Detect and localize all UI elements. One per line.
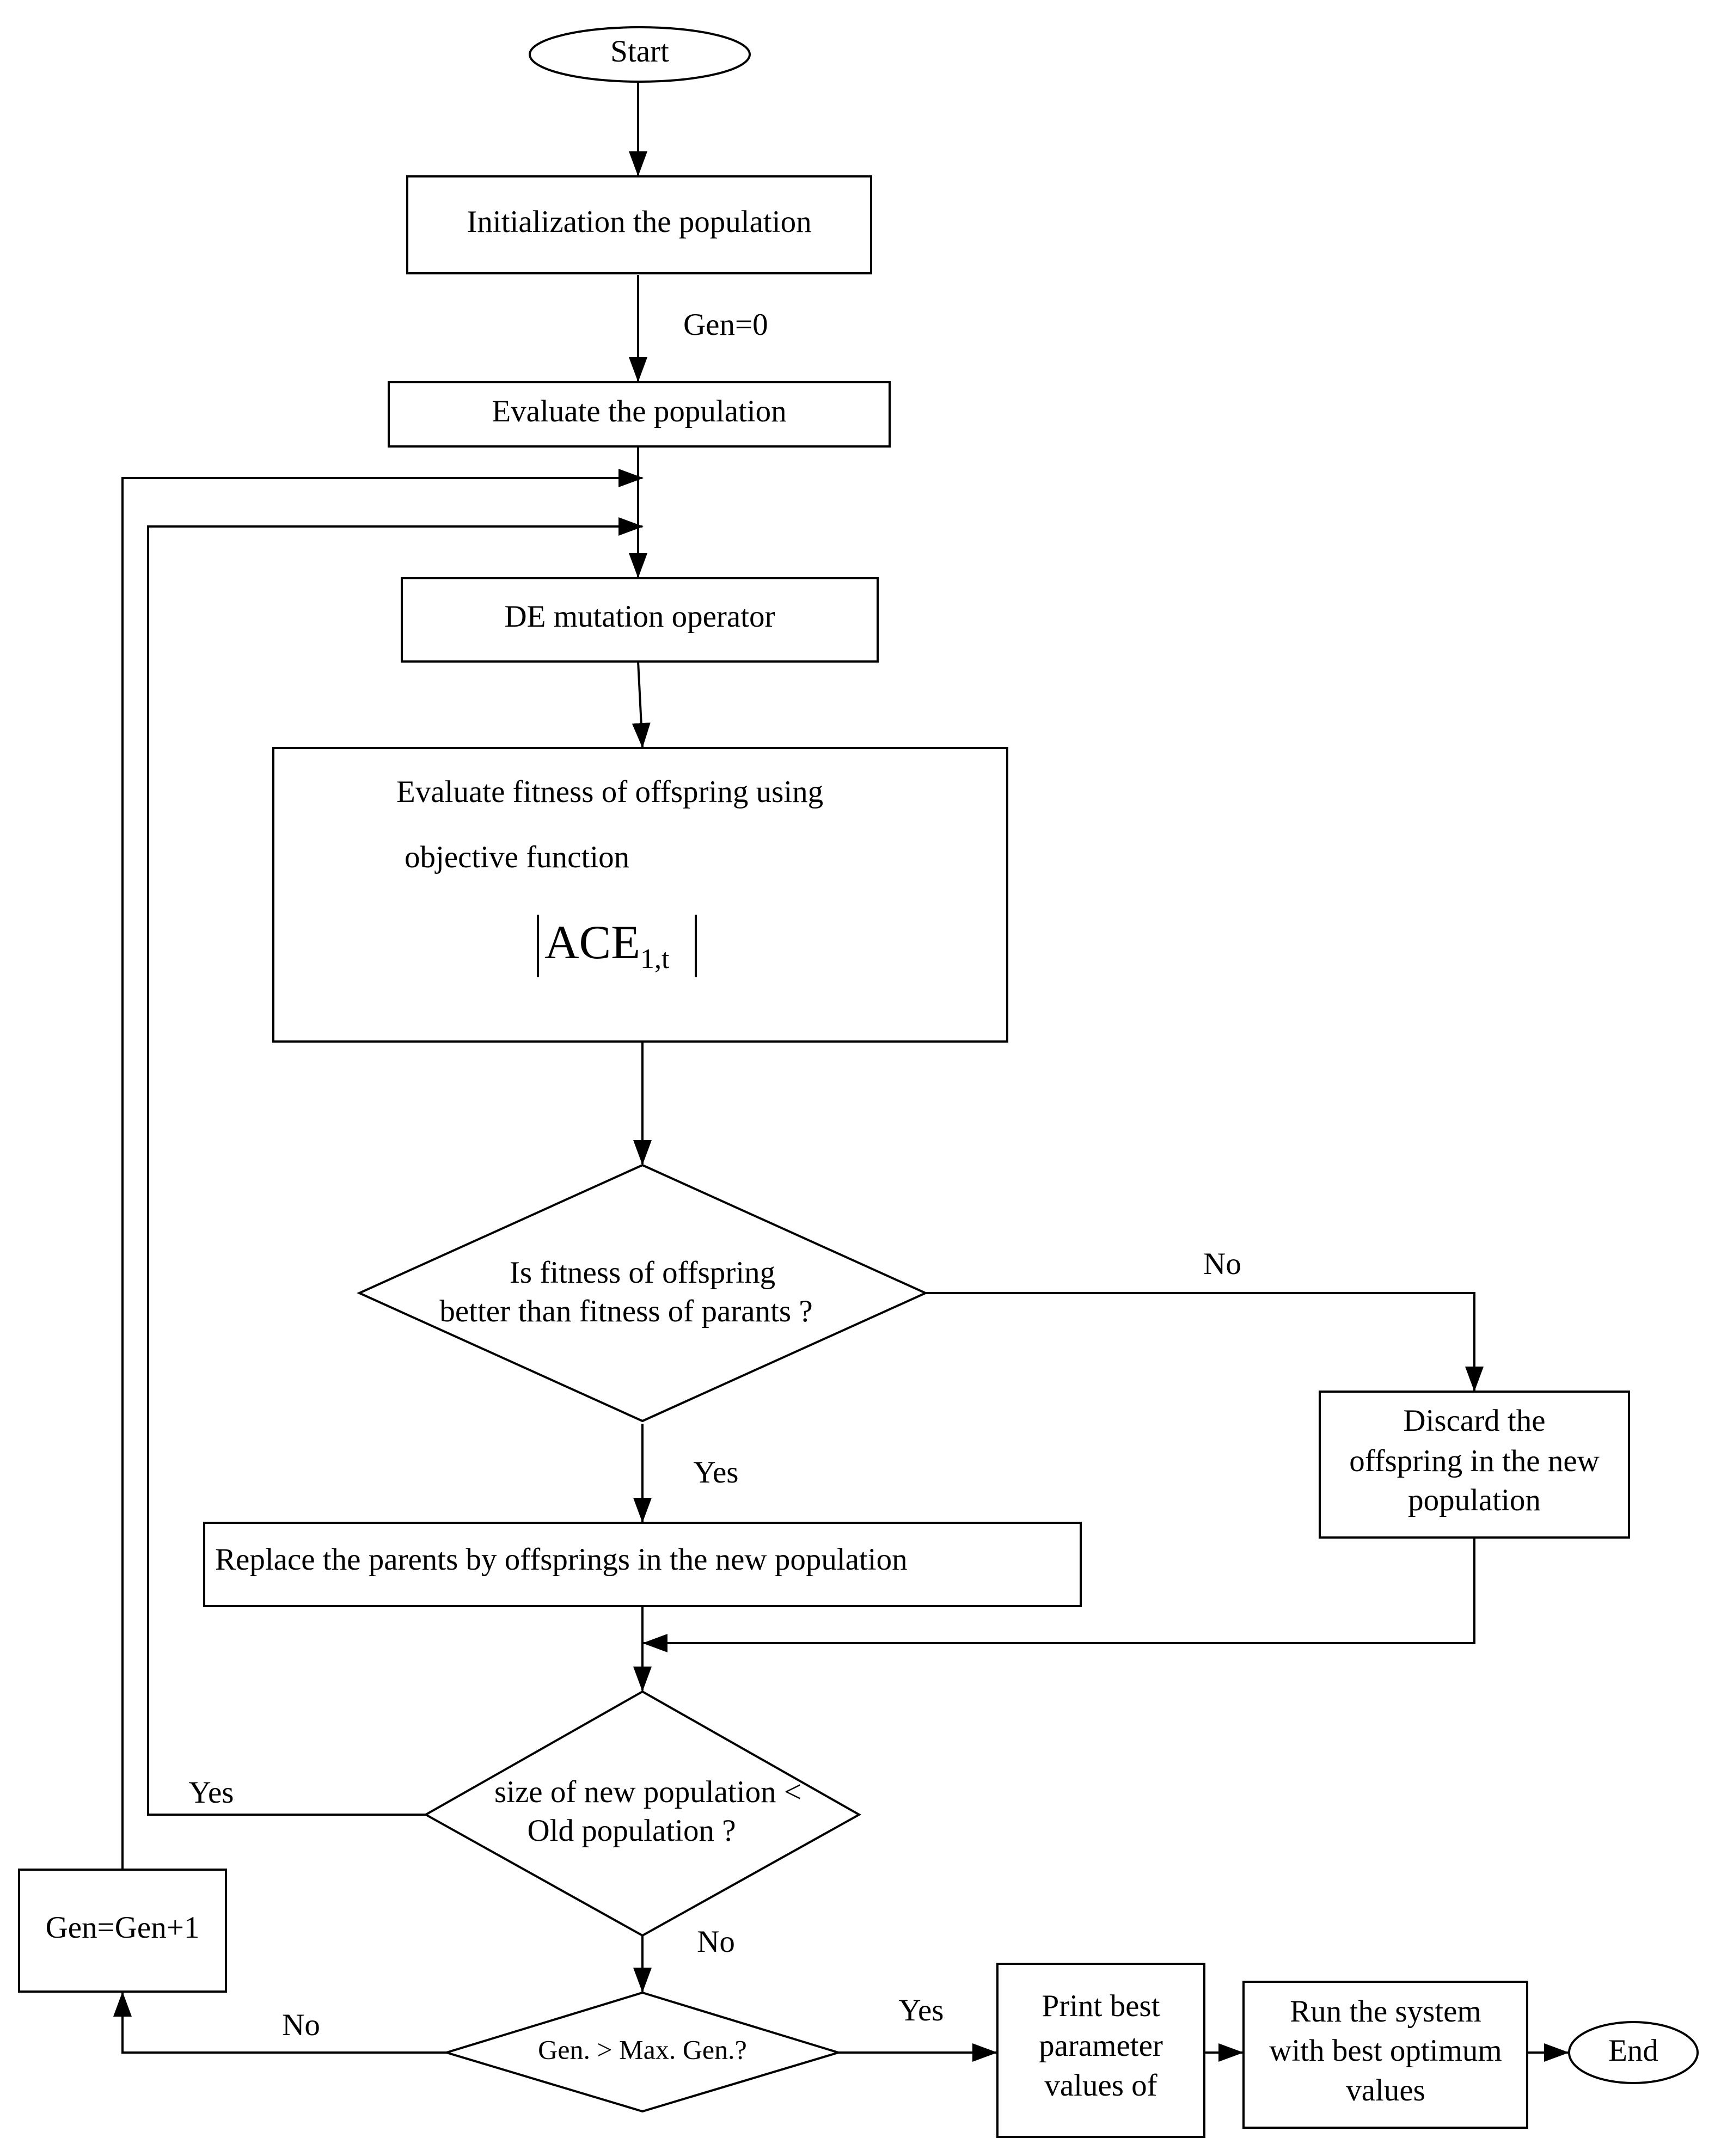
node-discard: Discard the offspring in the new populat… xyxy=(1319,1391,1630,1539)
node-evaluate-label: Evaluate the population xyxy=(492,394,786,428)
node-decision3-label: Gen. > Max. Gen.? xyxy=(538,2034,747,2065)
node-decision2-line1: size of new population < xyxy=(494,1775,801,1809)
node-decision1: Is fitness of offspring better than fitn… xyxy=(357,1163,928,1423)
node-print-line1: Print best xyxy=(1042,1989,1160,2023)
node-run-line1: Run the system xyxy=(1290,1994,1481,2029)
node-decision3: Gen. > Max. Gen.? xyxy=(443,1991,842,2113)
edge-label-no-size: No xyxy=(697,1925,735,1959)
node-decision2: size of new population < Old population … xyxy=(423,1690,862,1937)
node-decision1-line2: better than fitness of parants ? xyxy=(439,1294,812,1328)
node-run-line2: with best optimum xyxy=(1269,2033,1502,2068)
edge-discard-merge xyxy=(642,1538,1475,1652)
node-increment-label: Gen=Gen+1 xyxy=(46,1910,200,1945)
node-increment: Gen=Gen+1 xyxy=(18,1869,227,1993)
edge-label-yes-replace: Yes xyxy=(694,1455,739,1490)
node-run-line3: values xyxy=(1346,2073,1425,2108)
edge-decision2-loop xyxy=(147,517,644,1816)
node-fitness: Evaluate fitness of offspring using obje… xyxy=(272,747,1008,1043)
node-print-line2: parameter xyxy=(1039,2029,1163,2063)
edges xyxy=(113,82,1569,2062)
fitness-expr-sub: 1,t xyxy=(640,944,670,975)
node-mutation: DE mutation operator xyxy=(401,577,879,663)
node-fitness-expr: ACE1,t xyxy=(544,916,670,975)
node-start: Start xyxy=(529,26,751,83)
node-init: Initialization the population xyxy=(406,175,872,274)
node-print: Print best parameter values of xyxy=(996,1963,1205,2138)
node-start-label: Start xyxy=(610,34,669,69)
edge-label-gen0: Gen=0 xyxy=(683,308,768,342)
edge-label-yes-loop: Yes xyxy=(189,1775,234,1810)
node-evaluate: Evaluate the population xyxy=(388,381,891,448)
node-decision2-line2: Old population ? xyxy=(527,1814,736,1848)
edge-mutation-fitness xyxy=(632,661,651,748)
node-run: Run the system with best optimum values xyxy=(1242,1981,1528,2129)
node-init-label: Initialization the population xyxy=(467,205,811,239)
node-fitness-line1: Evaluate fitness of offspring using xyxy=(396,775,823,809)
node-replace: Replace the parents by offsprings in the… xyxy=(203,1522,1082,1607)
node-mutation-label: DE mutation operator xyxy=(504,599,775,634)
edge-decision1-discard xyxy=(926,1292,1484,1392)
node-replace-label: Replace the parents by offsprings in the… xyxy=(215,1542,908,1577)
node-print-line3: values of xyxy=(1044,2068,1157,2103)
node-decision1-line1: Is fitness of offspring xyxy=(510,1255,775,1290)
node-discard-line2: offspring in the new xyxy=(1349,1444,1600,1478)
edge-label-no-discard: No xyxy=(1203,1247,1241,1281)
node-end: End xyxy=(1568,2021,1699,2084)
edge-label-yes-print: Yes xyxy=(899,1993,944,2028)
node-end-label: End xyxy=(1608,2033,1658,2068)
node-discard-line3: population xyxy=(1408,1483,1541,1517)
node-fitness-line2: objective function xyxy=(405,840,629,874)
edge-increment-loop xyxy=(121,469,644,1869)
edge-decision3-increment xyxy=(113,1992,446,2054)
fitness-expr-main: ACE xyxy=(544,916,640,969)
edge-label-no-gen: No xyxy=(282,2008,320,2042)
node-discard-line1: Discard the xyxy=(1403,1404,1545,1438)
